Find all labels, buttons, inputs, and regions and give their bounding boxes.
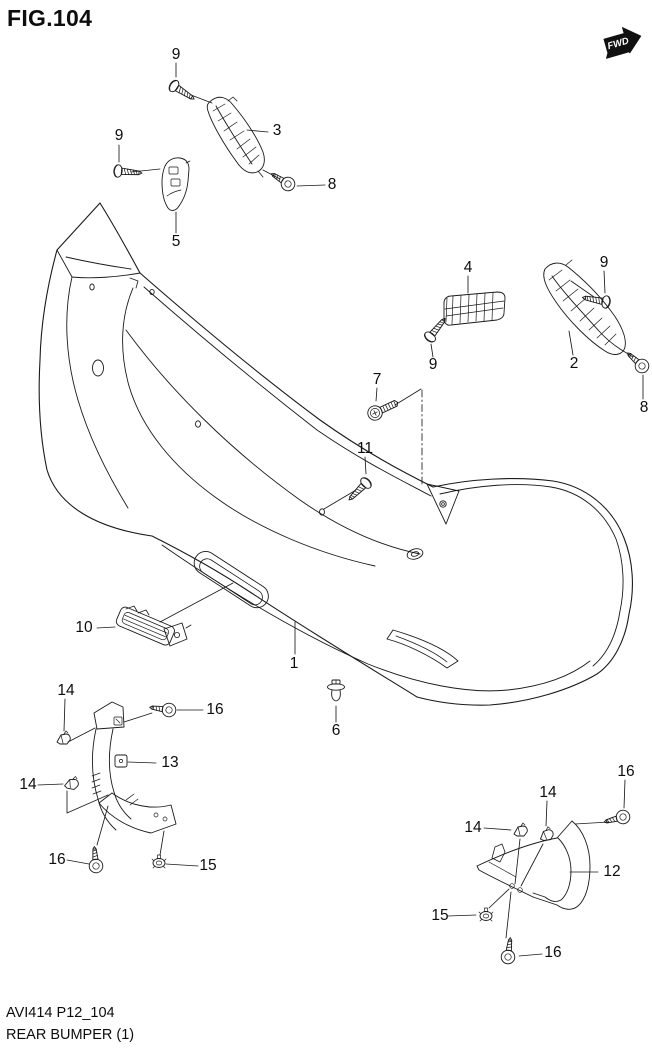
part-callout-13: 13 (161, 753, 179, 771)
clip-part-14-c (513, 822, 528, 837)
screw-part-16-c (601, 808, 632, 830)
part-callout-9: 9 (599, 253, 609, 271)
bracket-part-2 (543, 259, 626, 355)
screw-part-9-a (166, 77, 199, 105)
figure-code: AVI414 P12_104 (6, 1005, 115, 1021)
part-callout-15: 15 (199, 856, 217, 874)
figure-caption: REAR BUMPER (1) (6, 1027, 135, 1043)
part-callout-10: 10 (75, 618, 93, 636)
part-callout-12: 12 (603, 862, 621, 880)
screw-part-8-b (622, 347, 652, 377)
clip-part-15-a (151, 854, 167, 869)
rear-bumper-part-1 (38, 202, 633, 706)
part-callout-9: 9 (114, 126, 124, 144)
part-callout-16: 16 (48, 850, 66, 868)
leader-lines (37, 62, 644, 957)
fwd-direction-icon: FWD (603, 27, 642, 59)
clip-part-15-b (478, 907, 494, 922)
part-callout-14: 14 (464, 818, 482, 836)
part-callout-16: 16 (206, 700, 224, 718)
bracket-part-5 (161, 157, 191, 211)
bracket-part-3 (206, 96, 265, 178)
part-callout-14: 14 (19, 775, 37, 793)
part-callout-16: 16 (544, 943, 562, 961)
clip-part-6 (327, 679, 345, 702)
license-lamp-part-10 (115, 605, 192, 647)
bolt-part-7 (364, 395, 402, 424)
part-callout-11: 11 (356, 439, 374, 457)
part-callout-3: 3 (272, 121, 282, 139)
clip-part-14-b (63, 774, 81, 791)
screw-part-16-a (148, 700, 178, 719)
figure-title: FIG.104 (7, 5, 93, 31)
part-callout-8: 8 (639, 398, 649, 416)
part-callout-14: 14 (539, 783, 557, 801)
part-callout-15: 15 (431, 906, 449, 924)
part-callout-14: 14 (57, 681, 75, 699)
part-callout-1: 1 (289, 654, 299, 672)
screw-part-9-b (112, 163, 143, 180)
screw-part-11 (344, 475, 374, 505)
part-callout-2: 2 (569, 354, 579, 372)
part-callout-9: 9 (171, 45, 181, 63)
license-recess (193, 551, 269, 609)
part-callout-6: 6 (331, 721, 341, 739)
part-callout-5: 5 (171, 232, 181, 250)
part-callout-16: 16 (617, 762, 635, 780)
part-callout-9: 9 (428, 355, 438, 373)
part-callout-4: 4 (463, 258, 473, 276)
bracket-part-4 (443, 291, 506, 326)
screw-part-8-a (267, 167, 298, 194)
screw-part-16-b (86, 845, 104, 874)
part-callout-7: 7 (372, 370, 382, 388)
screw-part-16-d (499, 936, 518, 966)
part-callout-8: 8 (327, 175, 337, 193)
mudflap-part-12 (476, 820, 591, 910)
